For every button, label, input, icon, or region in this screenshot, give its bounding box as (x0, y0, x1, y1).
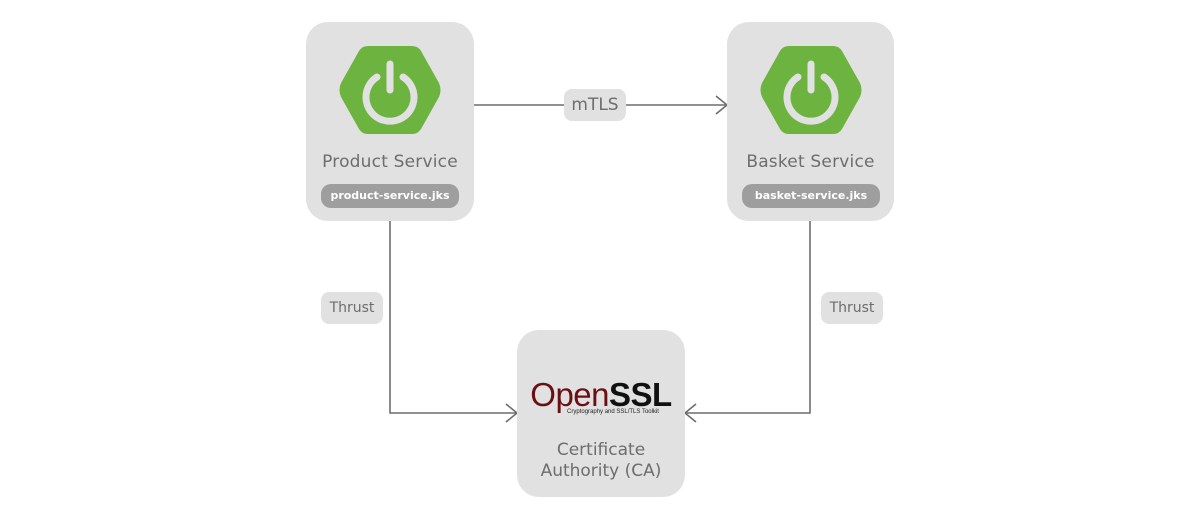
mtls-label: mTLS (564, 89, 626, 121)
product-service-title: Product Service (322, 152, 458, 172)
product-service-keystore: product-service.jks (321, 184, 459, 208)
openssl-logo-open: Open (530, 376, 610, 413)
basket-service-card: Basket Service basket-service.jks (727, 22, 894, 221)
spring-power-icon (760, 46, 862, 134)
certificate-authority-card: OpenSSL Cryptography and SSL/TLS Toolkit… (517, 330, 685, 497)
openssl-tagline: Cryptography and SSL/TLS Toolkit (567, 409, 659, 415)
openssl-logo-ssl: SSL (609, 376, 672, 413)
ca-title-line1: Certificate (556, 440, 646, 460)
openssl-logo: OpenSSL Cryptography and SSL/TLS Toolkit (517, 378, 685, 415)
spring-power-icon (339, 46, 441, 134)
basket-service-keystore: basket-service.jks (742, 184, 880, 208)
left-trust-label: Thrust (321, 292, 383, 324)
product-service-card: Product Service product-service.jks (306, 22, 474, 221)
right-trust-label: Thrust (821, 292, 883, 324)
right-trust-connector (685, 221, 811, 414)
right-trust-arrowhead (683, 403, 697, 423)
basket-service-title: Basket Service (746, 152, 875, 172)
left-trust-connector (389, 221, 517, 414)
ca-title-line2: Authority (CA) (540, 461, 662, 481)
